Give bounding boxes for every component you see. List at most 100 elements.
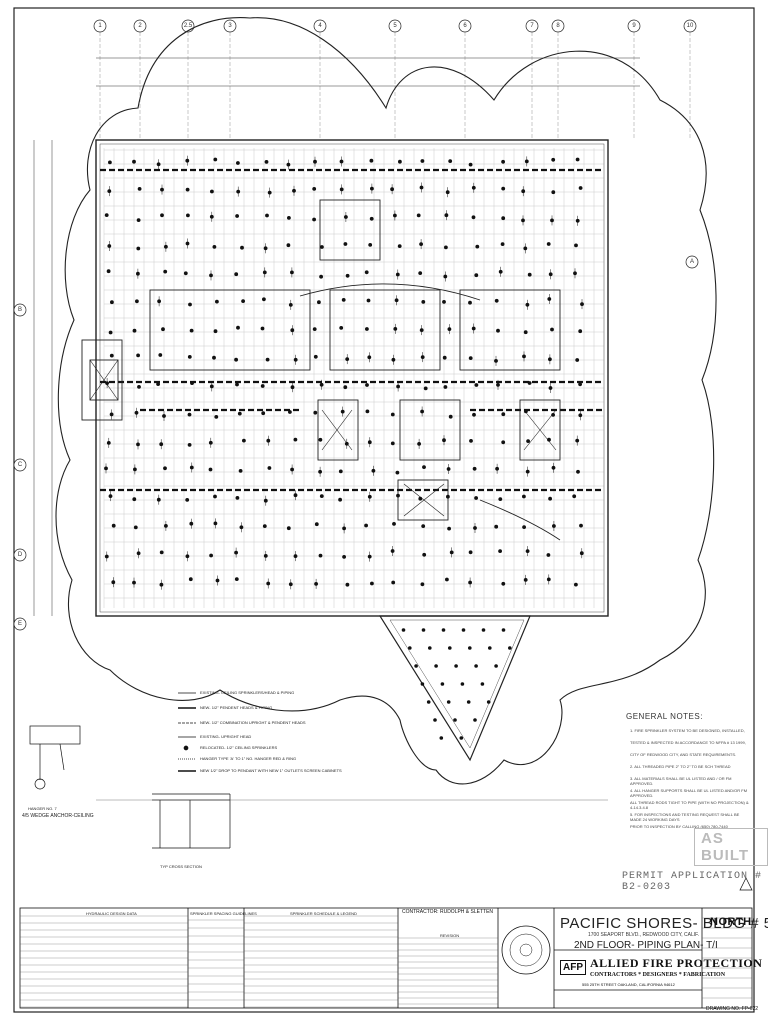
sprinkler-head xyxy=(345,582,350,587)
sprinkler-head xyxy=(319,274,323,279)
sprinkler-head xyxy=(210,189,214,194)
sprinkler-head xyxy=(365,409,370,414)
sprinkler-head xyxy=(313,354,318,359)
sprinkler-head xyxy=(395,470,400,475)
sprinkler-head xyxy=(578,329,583,334)
legend-item-label: NEW- 1/2" PENDENT HEADS & PIPING xyxy=(200,705,273,710)
sprinkler-head xyxy=(390,412,395,417)
spacing-guidelines-table-title: SPRINKLER SPACING GUIDELINES xyxy=(190,911,257,916)
sprinkler-head xyxy=(260,384,265,388)
sprinkler-head xyxy=(501,440,506,445)
ceiling-grid xyxy=(103,148,605,608)
sprinkler-head xyxy=(364,270,369,275)
sprinkler-head xyxy=(163,466,167,471)
sprinkler-head xyxy=(137,187,142,191)
cross-section-detail xyxy=(152,793,231,849)
sprinkler-head xyxy=(494,524,499,529)
sprinkler-head xyxy=(398,159,402,164)
sprinkler-head xyxy=(471,215,476,220)
sprinkler-head xyxy=(501,159,505,164)
column-label: 7 xyxy=(530,23,534,29)
row-label: E xyxy=(17,621,23,627)
sprinkler-head xyxy=(132,328,137,333)
sprinkler-head xyxy=(416,213,421,218)
sprinkler-head xyxy=(501,186,506,191)
general-note-line: PRIOR TO INSPECTION BY CALLING (650) 780… xyxy=(630,824,728,829)
general-note-line: TESTED & INSPECTED IN ACCORDANCE TO NFPA… xyxy=(630,740,746,745)
sprinkler-head xyxy=(578,382,582,387)
sprinkler-head xyxy=(136,353,141,358)
general-note-line: 3. ALL MATERIALS SHALL BE UL LISTED AND … xyxy=(630,776,732,786)
sprinkler-head xyxy=(209,553,214,558)
sprinkler-head xyxy=(468,550,473,555)
sprinkler-head xyxy=(474,496,478,500)
contractor-info: CONTRACTOR: RUDOLPH & SLETTEN xyxy=(402,909,493,915)
sprinkler-head xyxy=(188,577,193,582)
row-grid-bubbles xyxy=(13,255,699,631)
row-bubble xyxy=(13,458,27,472)
sprinkler-head xyxy=(434,664,438,668)
sprinkler-head xyxy=(443,385,448,389)
sprinkler-head xyxy=(422,465,426,469)
sprinkler-head xyxy=(574,582,578,587)
sprinkler-head xyxy=(445,577,449,582)
hydraulic-design-table-title: HYDRAULIC DESIGN DATA xyxy=(86,911,137,916)
sprinkler-head xyxy=(454,664,458,668)
sprinkler-head xyxy=(314,522,319,527)
sprinkler-head xyxy=(312,327,317,331)
cross-section-caption: TYP CROSS SECTION xyxy=(160,864,202,869)
sprinkler-head xyxy=(158,353,163,357)
sprinkler-head xyxy=(421,628,426,632)
sprinkler-head xyxy=(459,736,464,740)
sprinkler-head xyxy=(156,382,161,386)
sprinkler-head xyxy=(574,243,578,248)
sprinkler-head xyxy=(343,242,348,246)
sprinkler-head xyxy=(370,581,374,586)
sprinkler-head xyxy=(501,581,506,586)
sprinkler-head xyxy=(392,522,396,526)
sheet-border xyxy=(13,7,755,1013)
sprinkler-head xyxy=(136,218,141,223)
sprinkler-head xyxy=(213,157,218,162)
sprinkler-head xyxy=(288,410,292,414)
sprinkler-head xyxy=(235,496,240,500)
sprinkler-head xyxy=(546,553,551,557)
sprinkler-head xyxy=(339,326,344,330)
project-address: 1700 SEAPORT BLVD., REDWOOD CITY, CALIF. xyxy=(588,932,700,938)
hanger-detail xyxy=(29,725,81,790)
sprinkler-head xyxy=(572,494,577,499)
sprinkler-head xyxy=(235,382,239,387)
sprinkler-head xyxy=(133,525,138,530)
sprinkler-head xyxy=(396,493,400,498)
sprinkler-head xyxy=(401,628,406,632)
sprinkler-head xyxy=(498,497,503,501)
sprinkler-head xyxy=(312,187,317,191)
sprinkler-head xyxy=(420,582,425,587)
row-bubble xyxy=(685,255,699,269)
sprinkler-heads xyxy=(104,155,584,740)
column-label: 4 xyxy=(318,23,322,29)
general-note-line: 2. ALL THREADED PIPE 2" TO 2" TO BE SCH … xyxy=(630,764,731,769)
sprinkler-head xyxy=(448,159,453,164)
contractor-name: RUDOLPH & SLETTEN xyxy=(439,909,494,915)
sprinkler-head xyxy=(496,328,500,333)
sprinkler-head xyxy=(238,469,243,473)
sheet-title: 2ND FLOOR- PIPING PLAN- T/I xyxy=(574,940,718,951)
sprinkler-head xyxy=(234,272,239,277)
hanger-detail-caption: HANGER NO. 7 xyxy=(28,806,57,811)
sprinkler-head xyxy=(546,242,551,246)
interior-walls xyxy=(81,199,561,541)
sprinkler-head xyxy=(448,646,452,650)
sprinkler-schedule-table-title: SPRINKLER SCHEDULE & LEGEND xyxy=(290,911,357,916)
sprinkler-head xyxy=(106,269,111,274)
sprinkler-head xyxy=(420,159,425,163)
sprinkler-head xyxy=(547,437,551,442)
sprinkler-head xyxy=(312,217,316,222)
column-label: 8 xyxy=(556,23,560,29)
sprinkler-head xyxy=(236,325,240,330)
north-arrow xyxy=(739,877,753,891)
sprinkler-head xyxy=(365,383,369,387)
sprinkler-head xyxy=(187,443,192,447)
revision-table-title: REVISION xyxy=(440,933,460,938)
sprinkler-head xyxy=(421,300,426,304)
